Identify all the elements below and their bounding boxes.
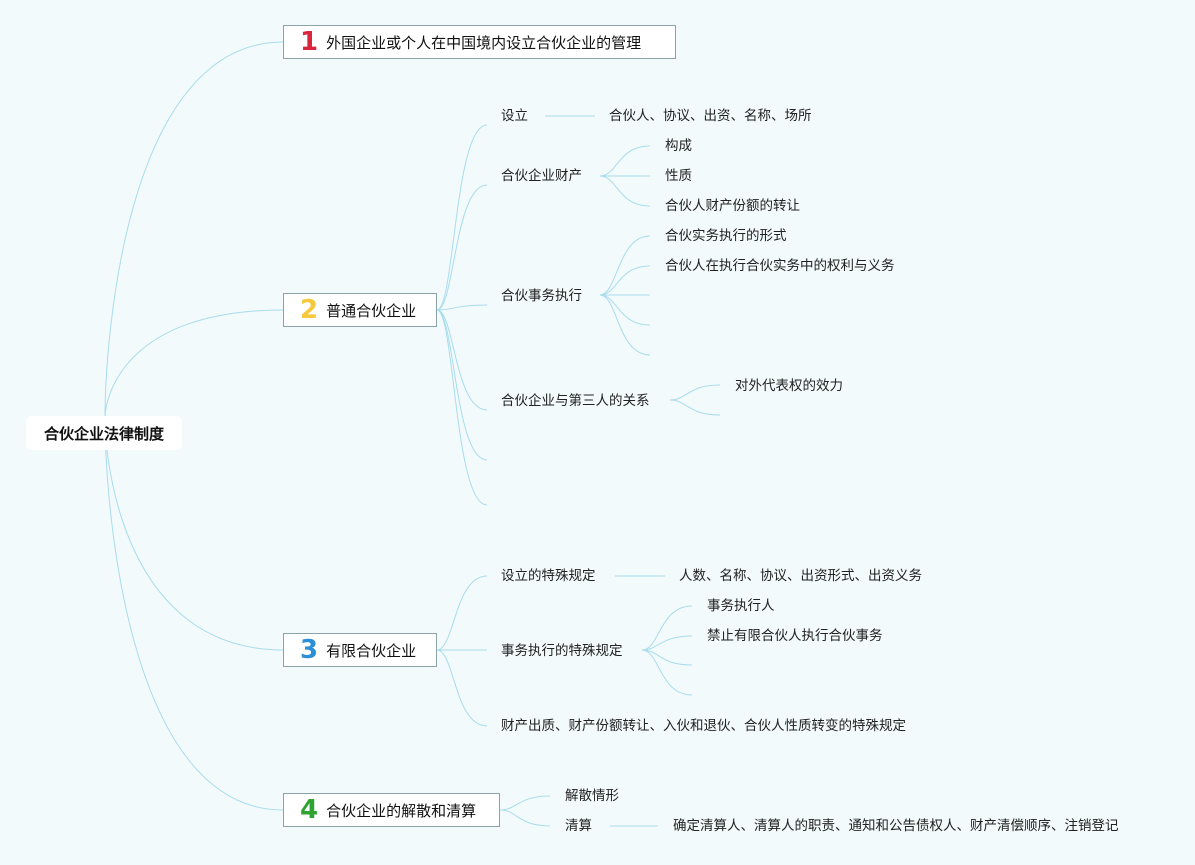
execution-link-2 bbox=[599, 265, 651, 296]
execution-leaf-2[interactable]: 合伙人在执行合伙实务中的权利与义务 bbox=[665, 258, 895, 274]
topic-4-node[interactable]: 4 合伙企业的解散和清算 bbox=[283, 793, 500, 827]
topic-3-sub-setup-detail[interactable]: 人数、名称、协议、出资形式、出资义务 bbox=[679, 568, 922, 584]
root-link-4 bbox=[104, 417, 284, 811]
limited-exec-link-2 bbox=[641, 635, 693, 651]
topic-2-sub-execution[interactable]: 合伙事务执行 bbox=[501, 288, 582, 304]
topic-3-label: 有限合伙企业 bbox=[326, 641, 417, 660]
topic-2-number: 2 bbox=[300, 295, 319, 325]
limited-exec-link-1 bbox=[641, 605, 693, 651]
limited-execution-leaf-2[interactable]: 禁止有限合伙人执行合伙事务 bbox=[707, 628, 883, 644]
third-party-leaf-1[interactable]: 对外代表权的效力 bbox=[735, 378, 843, 394]
limited-execution-leaf-1[interactable]: 事务执行人 bbox=[707, 598, 775, 614]
topic-2-sub-setup[interactable]: 设立 bbox=[501, 108, 528, 124]
root-link-2 bbox=[104, 309, 284, 419]
property-leaf-1[interactable]: 构成 bbox=[665, 138, 692, 154]
root-node[interactable]: 合伙企业法律制度 bbox=[26, 416, 182, 450]
limited-exec-link-3 bbox=[641, 649, 693, 666]
property-leaf-2[interactable]: 性质 bbox=[665, 168, 692, 184]
third-party-link-2 bbox=[669, 399, 721, 416]
root-link-3 bbox=[104, 417, 284, 651]
topic-2-node[interactable]: 2 普通合伙企业 bbox=[283, 293, 437, 327]
topic-4-number: 4 bbox=[300, 795, 319, 825]
execution-leaf-1[interactable]: 合伙实务执行的形式 bbox=[665, 228, 787, 244]
topic-3-sub-execution[interactable]: 事务执行的特殊规定 bbox=[501, 643, 623, 659]
topic2-link-6 bbox=[436, 309, 488, 506]
topic-2-label: 普通合伙企业 bbox=[326, 301, 417, 320]
topic-2-sub-third-party[interactable]: 合伙企业与第三人的关系 bbox=[501, 393, 650, 409]
topic2-link-4 bbox=[436, 309, 488, 411]
execution-link-5 bbox=[599, 294, 651, 356]
topic3-link-1 bbox=[436, 575, 488, 651]
third-party-link-1 bbox=[669, 384, 721, 401]
topic4-link-1 bbox=[499, 795, 551, 811]
topic4-link-2 bbox=[499, 809, 551, 827]
topic-4-sub-dissolution[interactable]: 解散情形 bbox=[565, 788, 619, 804]
topic2-link-3 bbox=[436, 304, 488, 311]
property-link-3 bbox=[599, 175, 651, 207]
topic-3-node[interactable]: 3 有限合伙企业 bbox=[283, 633, 437, 667]
topic-3-number: 3 bbox=[300, 635, 319, 665]
topic-3-sub-property-rules[interactable]: 财产出质、财产份额转让、入伙和退伙、合伙人性质转变的特殊规定 bbox=[501, 718, 906, 734]
topic2-link-1 bbox=[436, 124, 488, 311]
topic-1-node[interactable]: 1 外国企业或个人在中国境内设立合伙企业的管理 bbox=[283, 25, 676, 59]
topic-4-label: 合伙企业的解散和清算 bbox=[326, 801, 477, 820]
topic-2-sub-setup-detail[interactable]: 合伙人、协议、出资、名称、场所 bbox=[609, 108, 812, 124]
topic2-link-2 bbox=[436, 184, 488, 311]
topic-1-number: 1 bbox=[300, 27, 319, 57]
limited-exec-link-4 bbox=[641, 649, 693, 696]
topic-4-sub-liquidation[interactable]: 清算 bbox=[565, 818, 592, 834]
topic3-link-3 bbox=[436, 649, 488, 727]
topic-3-sub-setup[interactable]: 设立的特殊规定 bbox=[501, 568, 596, 584]
topic-2-sub-property[interactable]: 合伙企业财产 bbox=[501, 168, 582, 184]
topic-1-label: 外国企业或个人在中国境内设立合伙企业的管理 bbox=[326, 33, 642, 52]
root-link-1 bbox=[104, 41, 284, 419]
topic-4-sub-liquidation-detail[interactable]: 确定清算人、清算人的职责、通知和公告债权人、财产清偿顺序、注销登记 bbox=[673, 818, 1119, 834]
property-leaf-3[interactable]: 合伙人财产份额的转让 bbox=[665, 198, 800, 214]
property-link-1 bbox=[599, 145, 651, 177]
topic2-link-5 bbox=[436, 309, 488, 461]
execution-link-1 bbox=[599, 235, 651, 296]
